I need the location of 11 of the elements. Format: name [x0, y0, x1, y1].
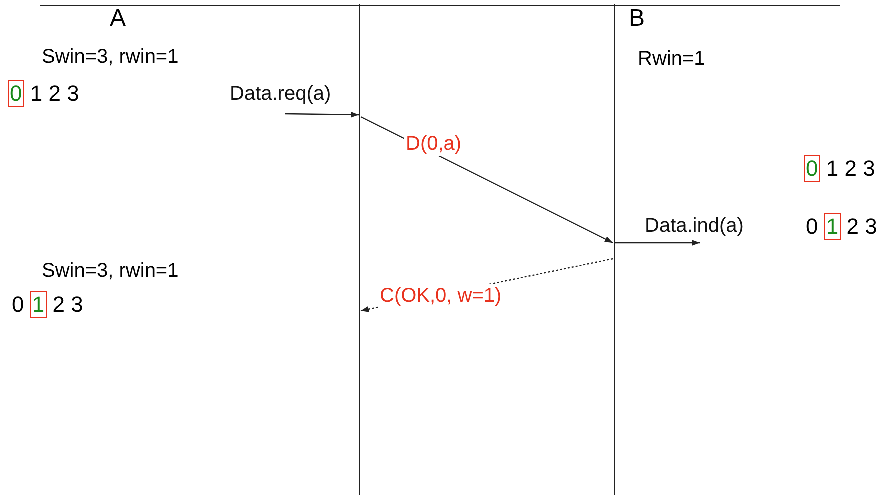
arrow	[615, 240, 700, 246]
column-heading: B	[629, 6, 646, 32]
window-size-note: Rwin=1	[638, 47, 706, 72]
window-size-note: Swin=3, rwin=1	[42, 45, 179, 70]
window-sequence-numbers: 0 1 2 3	[12, 291, 84, 319]
window-sequence-numbers: 0 1 2 3	[8, 80, 80, 108]
window-sequence-numbers: 0 1 2 3	[804, 155, 876, 183]
column-heading: A	[110, 6, 126, 32]
window-sequence-numbers: 0 1 2 3	[806, 213, 878, 241]
window-size-note: Swin=3, rwin=1	[42, 259, 179, 284]
arrow	[285, 112, 359, 118]
